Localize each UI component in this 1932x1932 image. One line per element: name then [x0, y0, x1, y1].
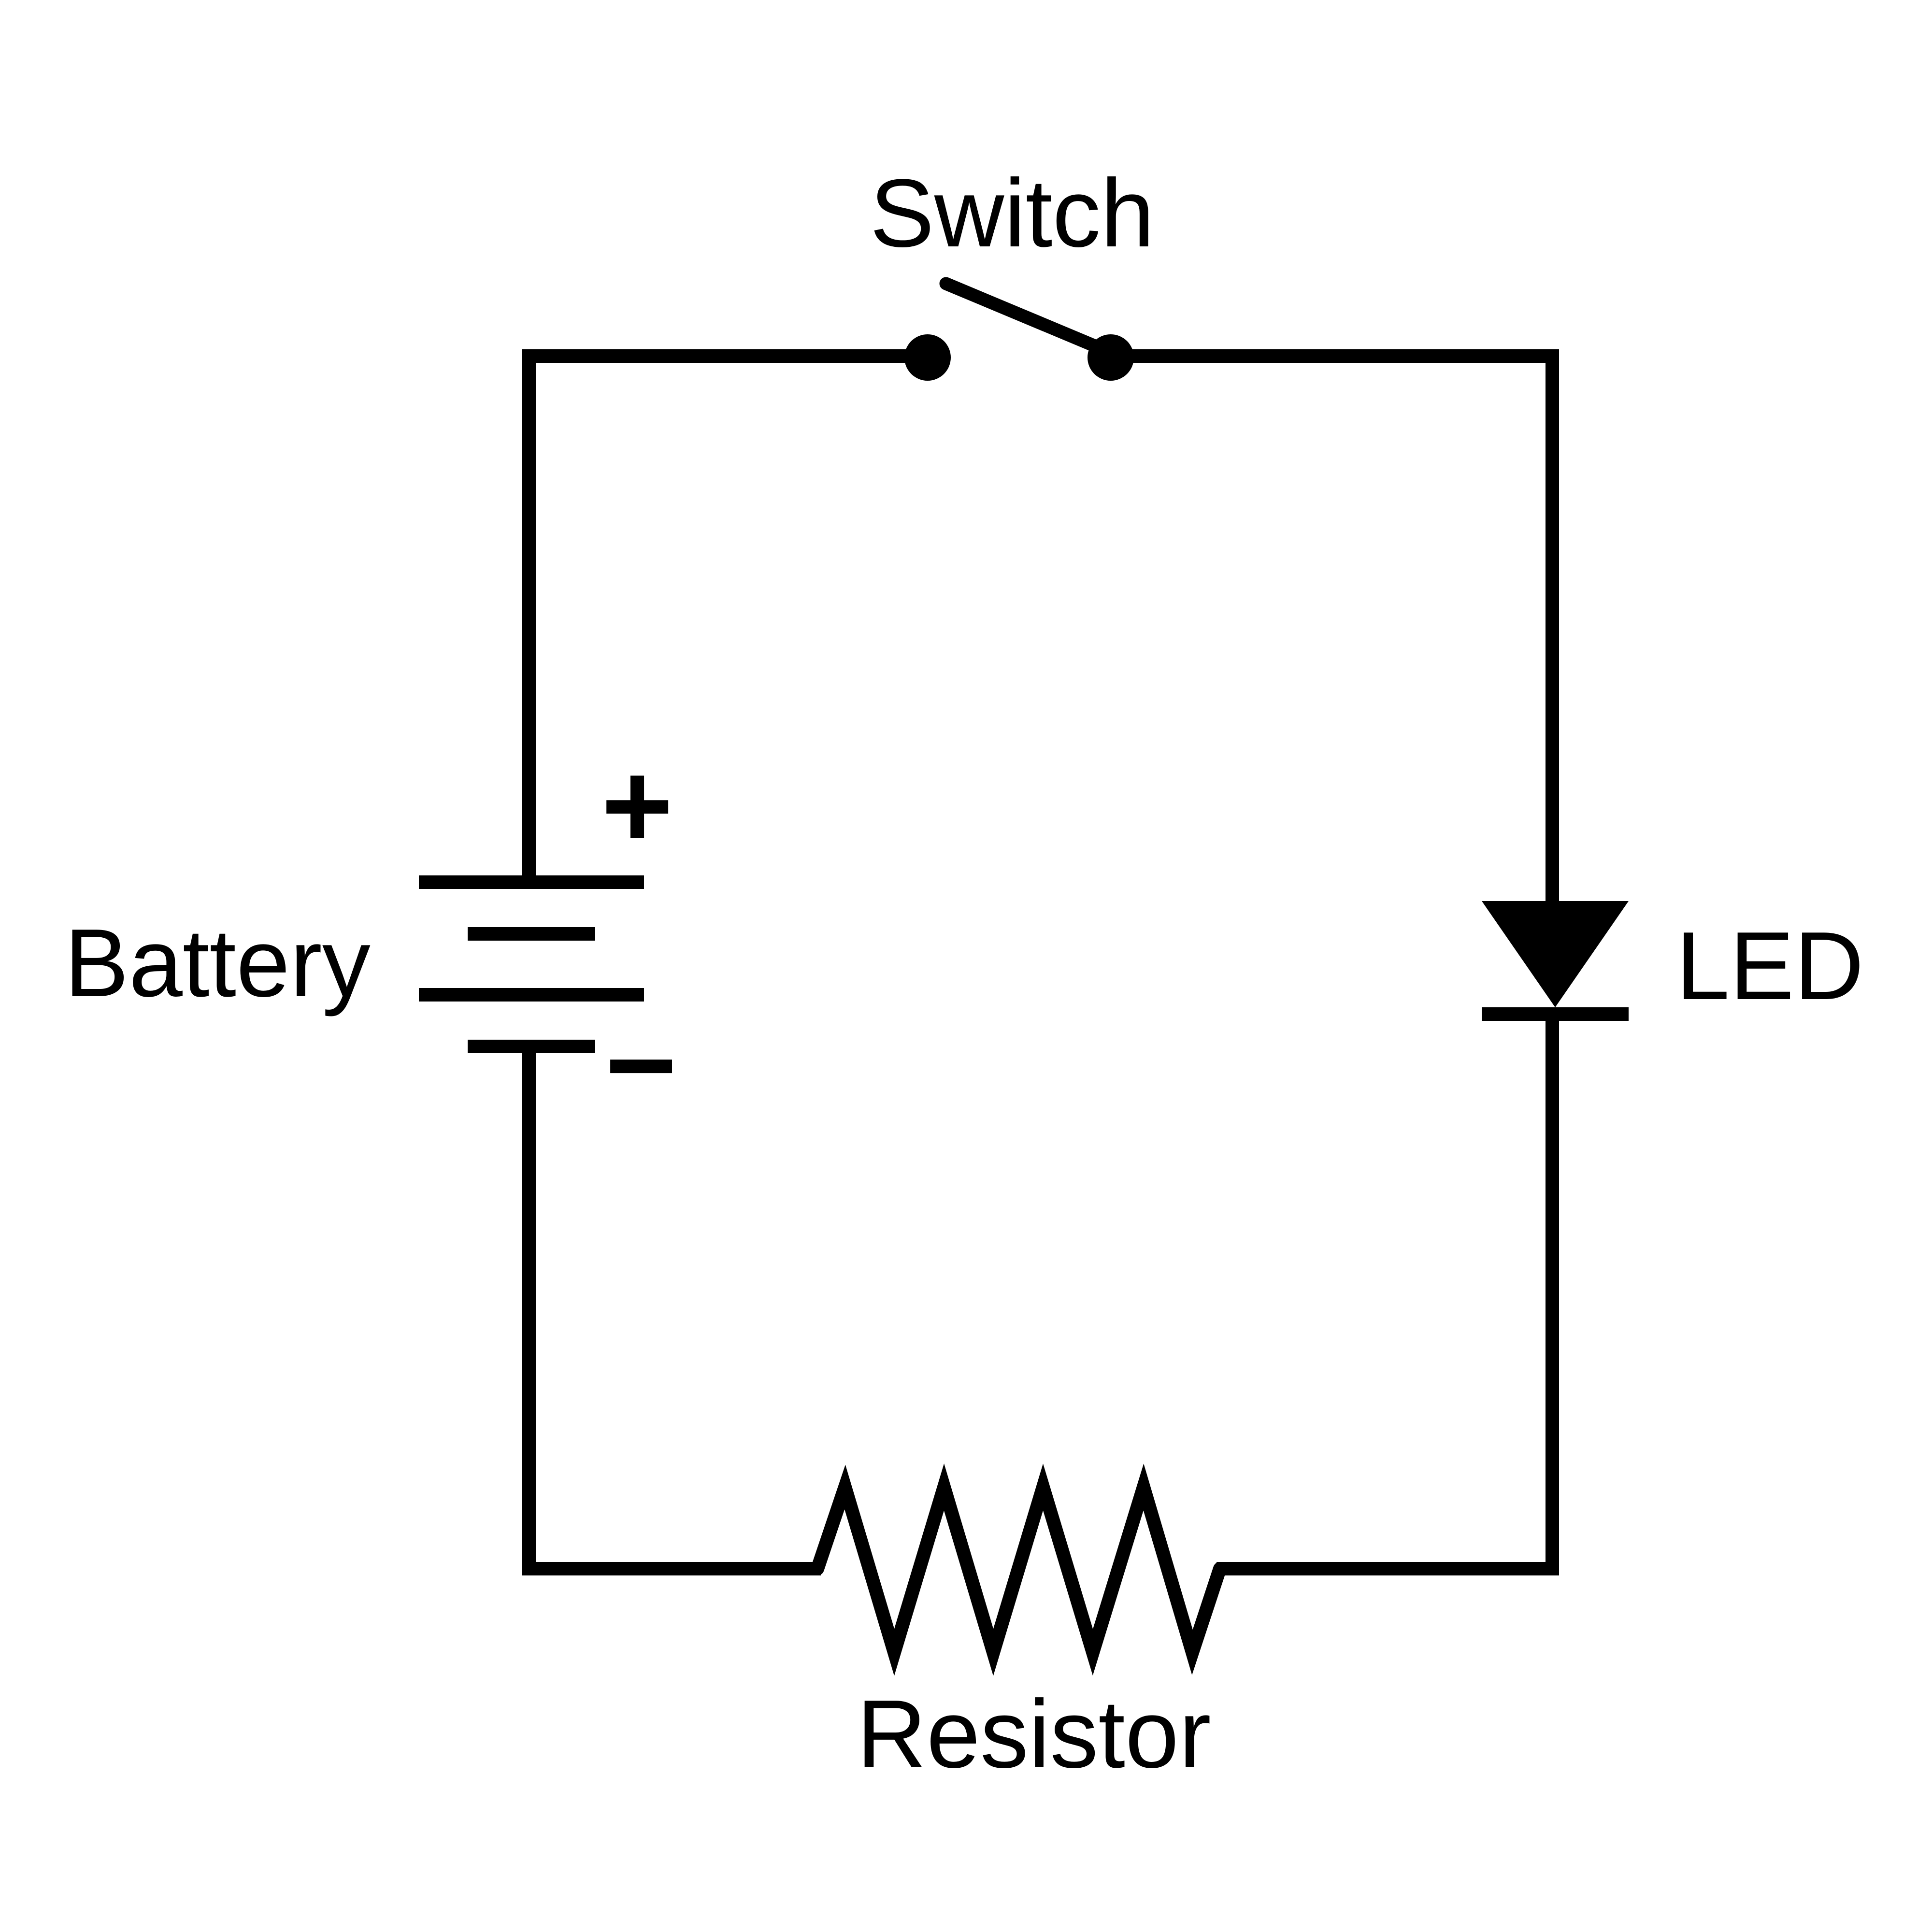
- battery-negative-sign: −: [605, 996, 677, 1134]
- switch-lever: [939, 277, 1113, 358]
- battery-plate-long-top: [419, 875, 644, 889]
- resistor-zigzag: [811, 1463, 1227, 1676]
- battery-positive-sign: +: [601, 737, 673, 874]
- led-anode-triangle-icon: [1482, 901, 1629, 1007]
- wire-led-to-resistor: [1216, 1015, 1559, 1575]
- battery-plate-short-bottom: [468, 1040, 595, 1053]
- switch-terminal-right-icon: [1088, 334, 1134, 381]
- wire-switch-to-led: [1111, 349, 1559, 906]
- wires: [522, 277, 1559, 1676]
- wire-resistor-to-battery: [522, 1044, 821, 1575]
- led-label: LED: [1676, 912, 1864, 1020]
- resistor-label: Resistor: [857, 1680, 1211, 1788]
- wire-battery-to-switch: [522, 349, 928, 880]
- battery-plate-short-upper: [468, 927, 595, 941]
- labels: Switch Battery LED Resistor + −: [64, 159, 1864, 1788]
- battery-plate-long-lower: [419, 988, 644, 1002]
- battery-label: Battery: [64, 909, 371, 1017]
- symbol-shapes: [419, 334, 1629, 1053]
- switch-label: Switch: [870, 159, 1154, 267]
- switch-terminal-left-icon: [904, 334, 951, 381]
- led-cathode-bar-icon: [1482, 1007, 1629, 1021]
